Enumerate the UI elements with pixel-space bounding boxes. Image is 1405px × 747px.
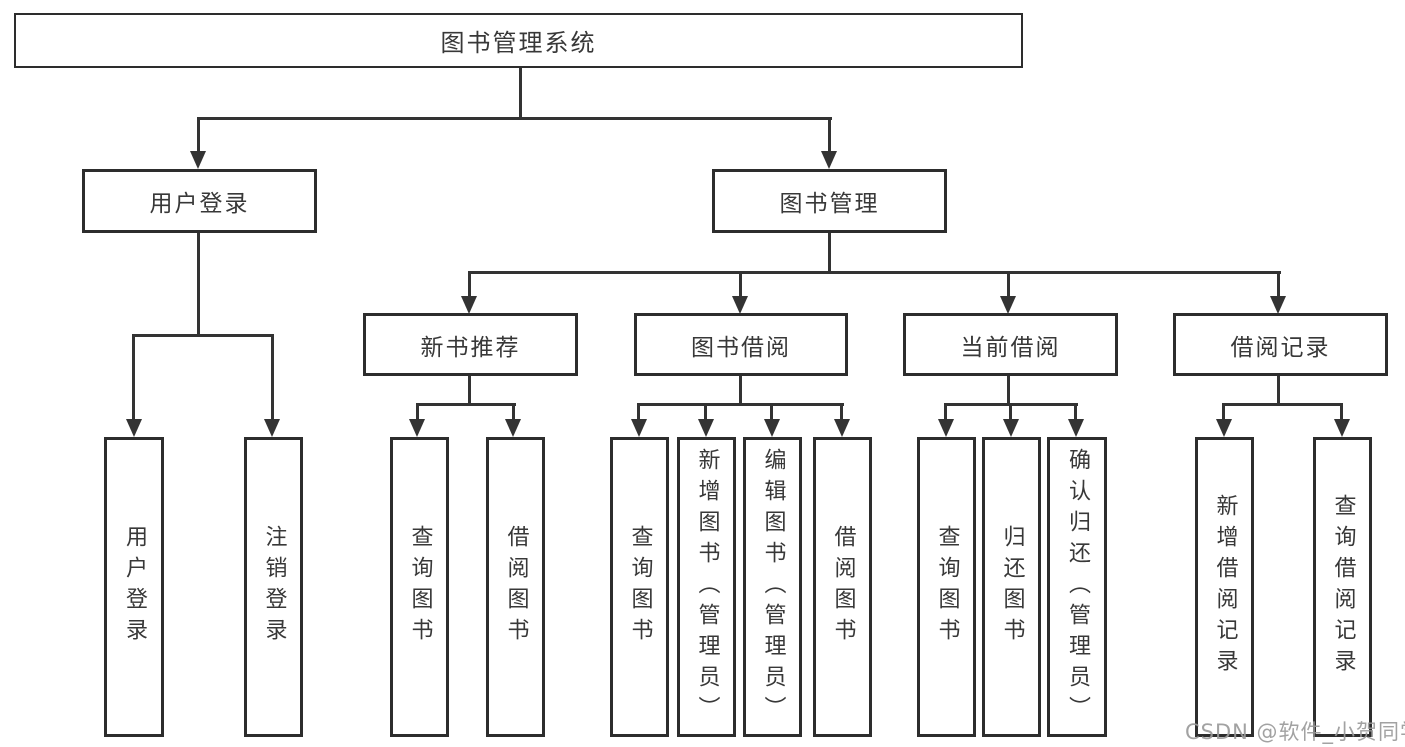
arrowhead-icon — [264, 419, 280, 437]
connector-segment — [739, 375, 742, 405]
node-label: 用户登录 — [149, 191, 250, 217]
connector-segment — [1007, 375, 1010, 405]
leaf-user-login: 用户登录 — [104, 437, 164, 737]
leaf-label: 新增图书（管理员） — [694, 447, 720, 727]
leaf-label: 查询图书 — [934, 525, 960, 649]
connector-segment — [197, 117, 832, 120]
arrowhead-icon — [461, 296, 477, 314]
leaf-confirm-return-admin: 确认归还（管理员） — [1047, 437, 1107, 737]
connector-segment — [519, 67, 522, 118]
leaf-label: 确认归还（管理员） — [1065, 447, 1090, 727]
arrowhead-icon — [821, 151, 837, 169]
connector-segment — [840, 403, 843, 419]
node-library-system: 图书管理系统 — [14, 13, 1023, 68]
connector-segment — [1340, 403, 1343, 419]
arrowhead-icon — [1003, 419, 1019, 437]
leaf-add-book-admin: 新增图书（管理员） — [677, 437, 736, 737]
leaf-label: 用户登录 — [122, 525, 147, 649]
connector-segment — [1222, 403, 1225, 419]
arrowhead-icon — [631, 419, 647, 437]
leaf-edit-book-admin: 编辑图书（管理员） — [743, 437, 802, 737]
arrowhead-icon — [1068, 419, 1084, 437]
connector-segment — [468, 271, 1281, 274]
connector-segment — [1007, 271, 1010, 296]
connector-segment — [1277, 375, 1280, 405]
connector-segment — [512, 403, 515, 419]
leaf-label: 注销登录 — [261, 525, 287, 649]
node-user-login: 用户登录 — [82, 169, 317, 233]
connector-segment — [944, 403, 947, 419]
arrowhead-icon — [409, 419, 425, 437]
arrowhead-icon — [190, 151, 206, 169]
leaf-add-borrow-record: 新增借阅记录 — [1195, 437, 1254, 737]
connector-segment — [468, 375, 471, 405]
leaf-borrow-books: 借阅图书 — [486, 437, 545, 737]
node-label: 图书管理 — [779, 191, 880, 217]
node-book-borrowing: 图书借阅 — [634, 313, 848, 376]
leaf-return-books: 归还图书 — [982, 437, 1041, 737]
arrowhead-icon — [126, 419, 142, 437]
connector-segment — [1277, 271, 1280, 296]
node-label: 图书借阅 — [691, 334, 791, 361]
arrowhead-icon — [764, 419, 780, 437]
csdn-watermark: CSDN @软件_小贺同学 — [1185, 720, 1405, 744]
connector-segment — [197, 117, 200, 151]
arrowhead-icon — [505, 419, 521, 437]
connector-segment — [770, 403, 773, 419]
leaf-borrow-books: 借阅图书 — [813, 437, 872, 737]
connector-segment — [739, 271, 742, 296]
connector-segment — [704, 403, 707, 419]
node-borrowing-records: 借阅记录 — [1173, 313, 1388, 376]
connector-segment — [637, 403, 844, 406]
leaf-label: 新增借阅记录 — [1212, 494, 1238, 680]
leaf-query-books: 查询图书 — [390, 437, 449, 737]
arrowhead-icon — [938, 419, 954, 437]
leaf-label: 查询借阅记录 — [1330, 494, 1356, 680]
connector-segment — [197, 233, 200, 336]
connector-segment — [132, 334, 274, 337]
node-current-borrowing: 当前借阅 — [903, 313, 1118, 376]
node-new-book-recommend: 新书推荐 — [363, 313, 578, 376]
arrowhead-icon — [732, 296, 748, 314]
connector-segment — [468, 271, 471, 296]
arrowhead-icon — [834, 419, 850, 437]
node-book-management: 图书管理 — [712, 169, 947, 233]
connector-segment — [416, 403, 516, 406]
connector-segment — [271, 334, 274, 419]
node-label: 图书管理系统 — [440, 29, 597, 57]
leaf-label: 归还图书 — [999, 525, 1025, 649]
arrowhead-icon — [698, 419, 714, 437]
leaf-query-books: 查询图书 — [917, 437, 976, 737]
connector-segment — [828, 117, 831, 151]
arrowhead-icon — [1000, 296, 1016, 314]
leaf-query-borrow-record: 查询借阅记录 — [1313, 437, 1372, 737]
leaf-label: 查询图书 — [407, 525, 433, 649]
leaf-label: 借阅图书 — [503, 525, 529, 649]
leaf-label: 借阅图书 — [830, 525, 856, 649]
connector-segment — [1074, 403, 1077, 419]
leaf-label: 编辑图书（管理员） — [760, 447, 786, 727]
leaf-label: 查询图书 — [627, 525, 653, 649]
node-label: 当前借阅 — [960, 334, 1061, 361]
connector-segment — [637, 403, 640, 419]
leaf-logout: 注销登录 — [244, 437, 303, 737]
node-label: 借阅记录 — [1230, 334, 1331, 361]
arrowhead-icon — [1216, 419, 1232, 437]
arrowhead-icon — [1334, 419, 1350, 437]
arrowhead-icon — [1270, 296, 1286, 314]
connector-segment — [828, 232, 831, 273]
connector-segment — [1222, 403, 1343, 406]
node-label: 新书推荐 — [420, 334, 521, 361]
leaf-query-books: 查询图书 — [610, 437, 669, 737]
connector-segment — [132, 334, 135, 419]
connector-segment — [416, 403, 419, 419]
connector-segment — [1009, 403, 1012, 419]
